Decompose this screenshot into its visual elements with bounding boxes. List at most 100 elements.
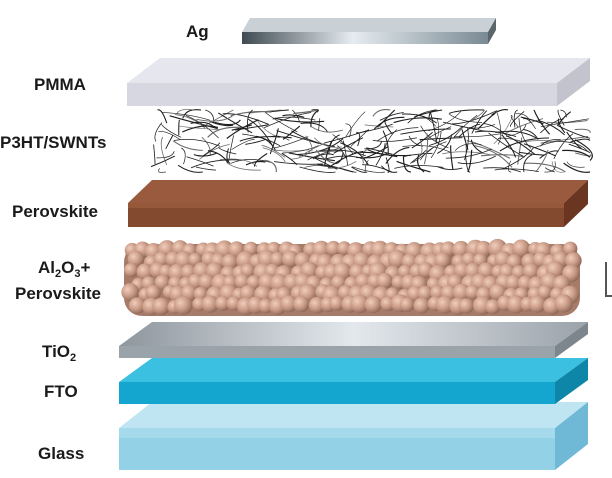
label-pmma: PMMA <box>34 75 86 94</box>
nanotube-fiber <box>574 139 593 161</box>
nanotube-fiber <box>333 137 364 154</box>
nanotube-fiber <box>351 166 368 173</box>
nanotube-fiber <box>503 118 544 135</box>
nanotube-fiber <box>178 119 180 136</box>
nanotube-fiber <box>226 162 261 171</box>
nanotube-fiber <box>321 149 366 157</box>
nanotube-fiber <box>443 121 486 132</box>
nanotube-fiber <box>545 167 555 173</box>
label-al2o3-perovskite: Al2O3+ <box>38 258 91 280</box>
nanotube-fiber <box>394 165 444 169</box>
nanotube-fiber <box>402 145 451 153</box>
nanotube-fiber <box>563 162 591 173</box>
particle-sphere <box>145 285 161 301</box>
nanotube-fiber <box>445 148 492 159</box>
nanotube-fiber <box>506 135 536 155</box>
nanotube-fiber <box>544 161 556 173</box>
nanotube-fiber <box>379 112 404 121</box>
nanotube-fiber <box>518 151 545 156</box>
nanotube-fiber <box>282 145 319 154</box>
nanotube-fiber <box>247 118 274 147</box>
nanotube-fiber <box>402 152 433 158</box>
nanotube-fiber <box>356 131 361 147</box>
particle-sphere <box>270 251 285 267</box>
particle-sphere <box>537 285 553 300</box>
nanotube-fiber <box>481 154 525 158</box>
nanotube-fiber <box>239 136 292 142</box>
nanotube-fiber <box>393 117 442 124</box>
nanotube-fiber <box>495 130 537 139</box>
nanotube-fiber <box>493 115 514 144</box>
nanotube-fiber <box>556 111 572 127</box>
fto-layer <box>119 358 588 404</box>
nanotube-fiber <box>345 111 366 138</box>
particle-spheres <box>121 238 582 316</box>
particle-sphere <box>528 295 547 313</box>
nanotube-fiber <box>230 111 272 117</box>
nanotube-fiber <box>539 150 559 159</box>
nanotube-fiber <box>310 109 319 128</box>
particle-sphere <box>458 298 475 314</box>
nanotube-fiber <box>351 166 385 173</box>
label-perovskite-line2: Perovskite <box>15 284 101 303</box>
nanotube-fiber <box>385 157 390 173</box>
nanotube-fiber <box>400 128 451 135</box>
nanotube-fiber <box>449 109 485 114</box>
nanotube-fiber <box>523 162 566 173</box>
nanotube-fiber <box>491 108 509 116</box>
nanotube-fiber <box>333 152 344 165</box>
label-fto: FTO <box>44 382 78 401</box>
label-ag: Ag <box>186 22 209 41</box>
nanotube-fiber <box>502 147 534 170</box>
nanotube-fiber <box>411 131 433 149</box>
nanotube-fiber <box>274 161 323 165</box>
particle-scaffold-layer <box>121 238 582 316</box>
nanotube-fiber <box>288 152 335 162</box>
particle-sphere <box>293 296 310 313</box>
nanotube-fiber <box>182 125 219 133</box>
nanotube-fiber <box>488 132 524 157</box>
nanotube-fiber <box>471 110 488 134</box>
label-tio2: TiO2 <box>42 342 77 364</box>
nanotube-fiber <box>291 147 313 160</box>
nanotube-fiber <box>230 159 271 164</box>
nanotube-fiber <box>510 115 519 128</box>
nanotube-fiber <box>317 163 354 173</box>
edge-bracket <box>605 262 612 297</box>
particle-sphere <box>198 273 215 291</box>
nanotube-fiber <box>305 135 313 152</box>
nanotube-fiber <box>222 113 270 126</box>
nanotube-fiber <box>372 137 417 142</box>
particle-sphere <box>512 239 531 258</box>
particle-sphere <box>399 297 415 313</box>
nanotube-fiber <box>269 128 279 155</box>
nanotube-fiber <box>566 161 585 168</box>
nanotube-fiber <box>474 145 513 168</box>
particle-sphere <box>152 297 170 316</box>
nanotube-fiber <box>313 137 342 148</box>
nanotube-fiber <box>298 142 326 158</box>
particle-sphere <box>376 272 393 290</box>
nanotube-fiber <box>169 115 218 130</box>
nanotube-fiber <box>420 141 447 161</box>
nanotube-fiber <box>423 133 429 165</box>
nanotube-fiber <box>165 135 174 150</box>
nanotube-fiber <box>345 123 352 138</box>
nanotube-fiber <box>315 149 335 164</box>
nanotube-fiber <box>522 129 539 140</box>
nanotube-fiber <box>202 142 221 157</box>
nanotube-fiber <box>535 149 549 173</box>
nanotube-fiber <box>332 134 354 155</box>
nanotube-fiber <box>566 131 582 150</box>
nanotube-fiber <box>375 143 386 166</box>
nanotube-fiber <box>437 166 463 171</box>
particle-sphere <box>350 294 370 314</box>
nanotube-fiber <box>182 109 202 119</box>
nanotube-fiber <box>307 147 339 161</box>
nanotube-fiber <box>467 149 473 173</box>
nanotube-fiber <box>262 147 286 163</box>
particle-sphere <box>215 295 231 311</box>
particle-sphere <box>523 263 540 280</box>
particle-sphere <box>485 299 501 315</box>
nanotube-fiber <box>264 159 277 173</box>
